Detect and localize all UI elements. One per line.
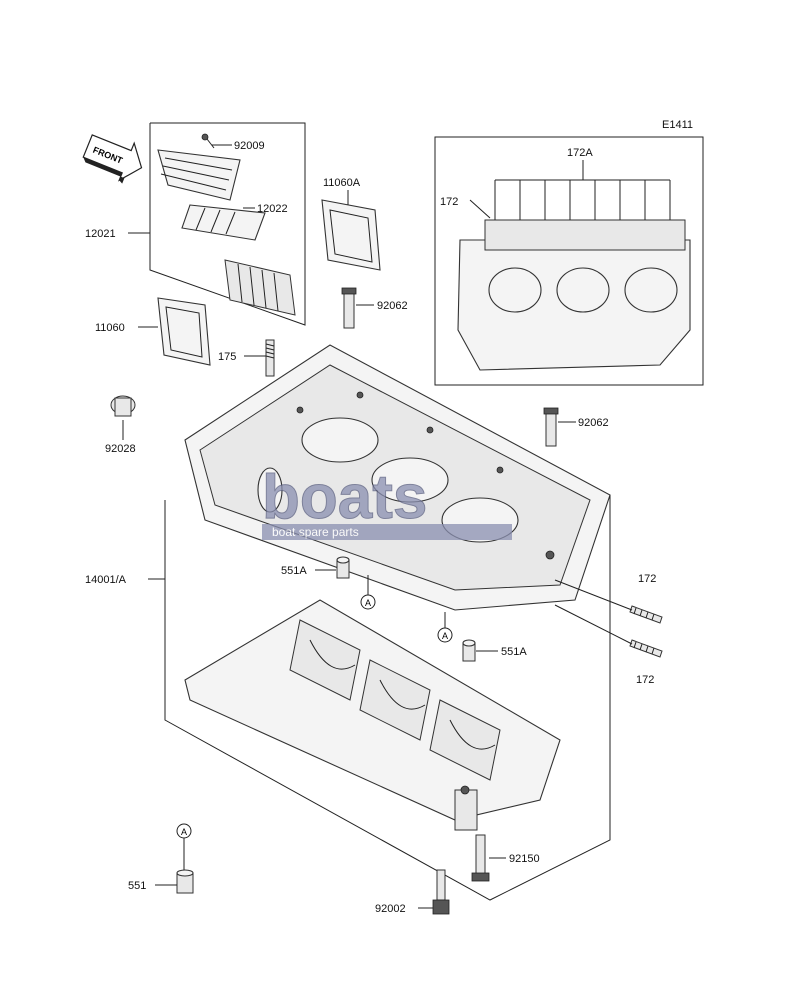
- leader-lines: [122, 144, 576, 909]
- reed-valve-group-box: [149, 122, 306, 326]
- bolt-92150-part: [471, 834, 490, 882]
- gasket-11060A-part: [321, 199, 381, 271]
- gasket-11060-part: [157, 297, 211, 366]
- dowel-551-part: [176, 869, 194, 894]
- label-172-upper: 172: [638, 573, 656, 585]
- crankcase-bracket: [164, 495, 611, 901]
- watermark: boats boat spare parts: [262, 463, 512, 540]
- reed-block-part: [224, 259, 296, 316]
- label-92028: 92028: [105, 443, 136, 455]
- label-551: 551: [128, 880, 146, 892]
- label-92002: 92002: [375, 903, 406, 915]
- bolt-92062-upper-part: [341, 287, 357, 329]
- dowel-551A-right-part: [462, 639, 476, 662]
- ref-marker-2-text: A: [442, 631, 448, 641]
- bolt-92062-lower-part: [543, 407, 559, 447]
- stud-175-part: [265, 339, 275, 377]
- ref-marker-1-text: A: [365, 598, 371, 608]
- ref-marker-3-text: A: [181, 827, 187, 837]
- label-92150: 92150: [509, 853, 540, 865]
- watermark-brand: boats: [262, 463, 427, 532]
- label-92062-upper: 92062: [377, 300, 408, 312]
- inset-box: [434, 136, 704, 386]
- label-551A-right: 551A: [501, 646, 527, 658]
- front-arrow-icon: FRONT: [82, 134, 143, 184]
- inset-172A-label: 172A: [567, 147, 593, 159]
- watermark-tagline: boat spare parts: [272, 525, 359, 539]
- ref-marker-3: A: [176, 823, 192, 870]
- dowel-551A-left-part: [336, 556, 350, 579]
- inset-172-label: 172: [440, 196, 458, 208]
- ref-marker-1: A: [360, 575, 376, 610]
- label-172-lower: 172: [636, 674, 654, 686]
- stud-172-upper-guide: [554, 579, 633, 611]
- label-12022: 12022: [257, 203, 288, 215]
- label-12021: 12021: [85, 228, 116, 240]
- label-14001A: 14001/A: [85, 574, 127, 586]
- bolt-92002-part: [432, 869, 450, 915]
- lower-crankcase-part: [184, 599, 561, 831]
- label-92009: 92009: [234, 140, 265, 152]
- screw-92009-part: [201, 133, 215, 149]
- reed-stopper-part: [181, 204, 266, 241]
- label-11060: 11060: [95, 322, 125, 334]
- stud-172-lower-part: [629, 639, 663, 658]
- reed-petal-part: [157, 149, 241, 201]
- label-11060A: 11060A: [323, 177, 361, 189]
- stud-172-lower-guide: [554, 604, 633, 645]
- label-551A-left: 551A: [281, 565, 307, 577]
- label-92062-lower: 92062: [578, 417, 609, 429]
- plug-92028-part: [110, 395, 136, 417]
- stud-172-upper-part: [629, 605, 663, 624]
- diagram-code: E1411: [662, 119, 693, 131]
- label-175: 175: [218, 351, 236, 363]
- ref-marker-2: A: [437, 612, 453, 643]
